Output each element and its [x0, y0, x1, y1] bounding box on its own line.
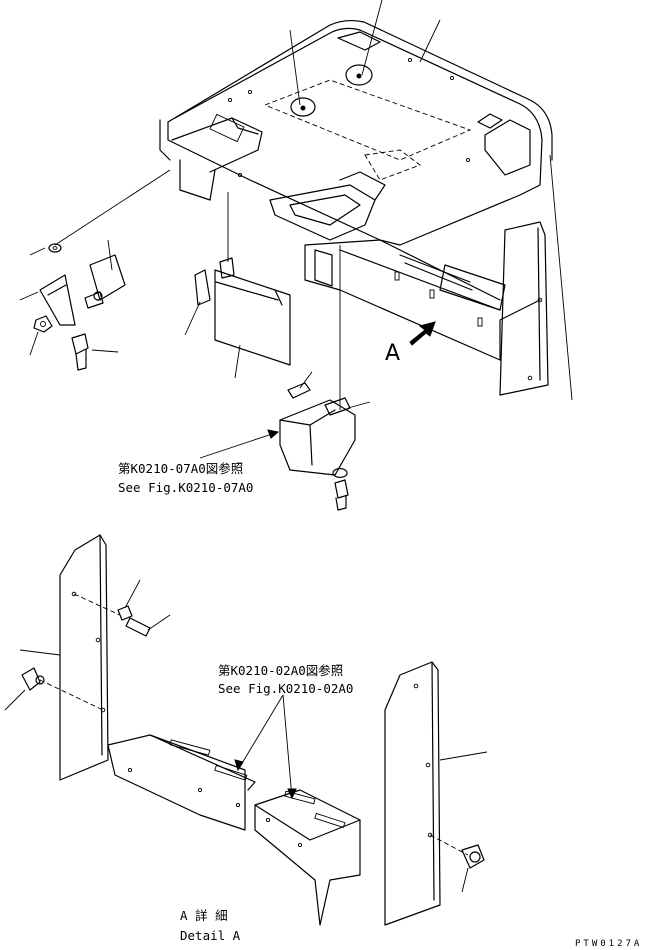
duct-part [199, 245, 371, 511]
drawing-code: PTW0127A [575, 939, 642, 949]
detail-label-en: Detail A [180, 928, 241, 943]
visor-panel [184, 192, 291, 379]
cab-roof-assembly [159, 0, 553, 246]
small-bracket [287, 371, 313, 399]
side-rail [304, 154, 573, 401]
hook-assembly [19, 169, 171, 371]
reference-top-ja: 第K0210-07A0図参照 [118, 461, 243, 476]
detail-a-right-pillar [384, 661, 488, 926]
reference-mid-ja: 第K0210-02A0図参照 [218, 663, 343, 678]
view-arrow-a: A [385, 321, 436, 366]
mid-reference-leaders [234, 694, 297, 800]
detail-label-ja: A 詳 細 [180, 908, 228, 923]
detail-a-rail-right [254, 789, 361, 926]
reference-mid-en: See Fig.K0210-02A0 [218, 681, 353, 696]
view-label: A [385, 341, 400, 366]
reference-top-en: See Fig.K0210-07A0 [118, 480, 253, 495]
detail-a-left-pillar [4, 534, 171, 781]
detail-a-rail-left [107, 734, 256, 831]
